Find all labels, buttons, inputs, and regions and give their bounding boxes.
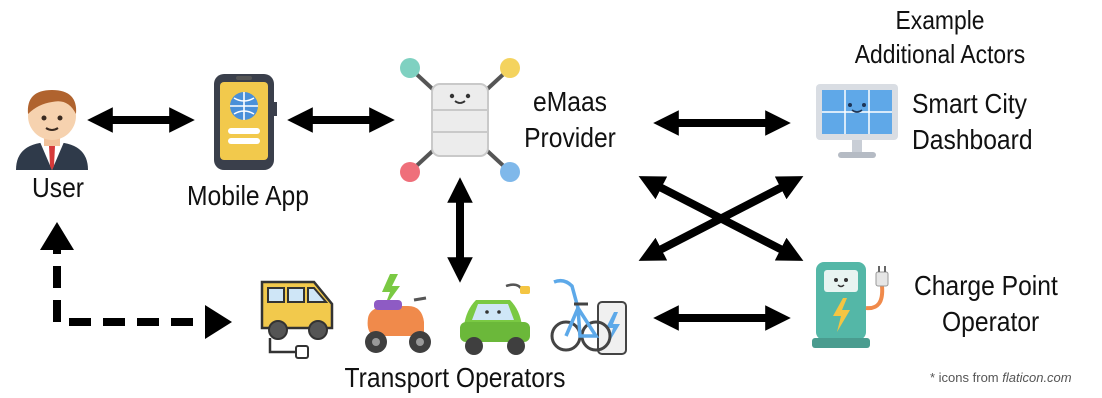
example-label-line2: Additional Actors xyxy=(854,39,1026,69)
smart-city-label-line2: Dashboard xyxy=(912,124,1033,155)
icon-credit: * icons from flaticon.com xyxy=(930,370,1072,385)
emaas-label-line2: Provider xyxy=(524,122,616,153)
arrow-cross-up xyxy=(638,176,804,261)
server-hub-icon xyxy=(400,58,520,182)
ebike-icon xyxy=(550,278,627,355)
charging-station-icon xyxy=(812,262,889,348)
smartphone-icon xyxy=(214,74,277,170)
icon-credit-prefix: * icons from xyxy=(930,370,1003,385)
charge-point-label-line2: Operator xyxy=(942,306,1040,337)
transport-operators-label: Transport Operators xyxy=(344,362,566,393)
user-avatar-icon xyxy=(16,90,88,170)
electric-car-icon xyxy=(460,283,530,355)
dashed-arrow-user-transport xyxy=(53,232,212,326)
mobile-app-label: Mobile App xyxy=(187,180,309,211)
smart-city-label-line1: Smart City xyxy=(912,88,1028,119)
scooter-icon xyxy=(365,274,431,353)
example-label-line1: Example xyxy=(895,5,985,35)
charge-point-label-line1: Charge Point xyxy=(914,270,1058,301)
van-icon xyxy=(260,280,334,359)
icon-credit-site[interactable]: flaticon.com xyxy=(1002,370,1072,385)
emaas-label-line1: eMaas xyxy=(533,86,607,117)
dashboard-monitor-icon xyxy=(816,84,898,158)
user-label: User xyxy=(31,172,85,203)
